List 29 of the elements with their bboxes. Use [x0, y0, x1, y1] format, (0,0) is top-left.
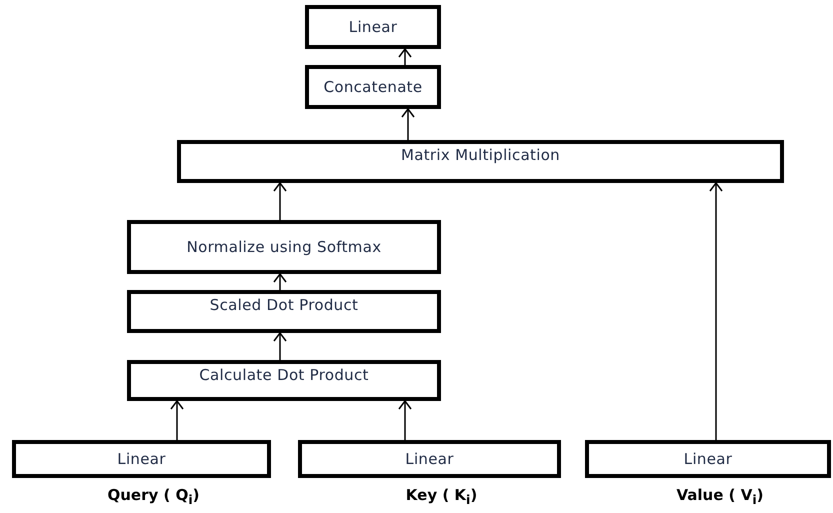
box-label: Linear [348, 18, 398, 36]
box-label: Scaled Dot Product [210, 296, 358, 315]
box-label: Linear [405, 450, 454, 468]
box-label: Linear [117, 450, 166, 468]
arrow [273, 332, 287, 360]
process-box [305, 5, 441, 49]
box-label: Normalize using Softmax [186, 238, 382, 256]
process-box [177, 140, 784, 183]
box-label: Linear [684, 450, 732, 468]
input-label: Value ( V$_{i}$) [676, 486, 764, 507]
input-label: Query ( Q$_{i}$) [108, 486, 200, 507]
process-box [127, 290, 441, 333]
arrow [401, 108, 415, 140]
process-box [305, 65, 441, 109]
box-label: Matrix Multiplication [401, 146, 560, 165]
process-box [127, 360, 441, 401]
box-label: Calculate Dot Product [199, 366, 369, 385]
arrow [398, 400, 412, 440]
process-box [298, 440, 561, 478]
box-label: Concatenate [324, 78, 422, 96]
arrow [398, 48, 412, 65]
process-box [585, 440, 831, 478]
arrow [273, 182, 287, 220]
arrow [170, 400, 184, 440]
process-box [127, 220, 441, 274]
arrow [709, 182, 723, 440]
process-box [12, 440, 271, 478]
input-label: Key ( K$_{i}$) [406, 486, 478, 507]
arrow [273, 273, 287, 290]
